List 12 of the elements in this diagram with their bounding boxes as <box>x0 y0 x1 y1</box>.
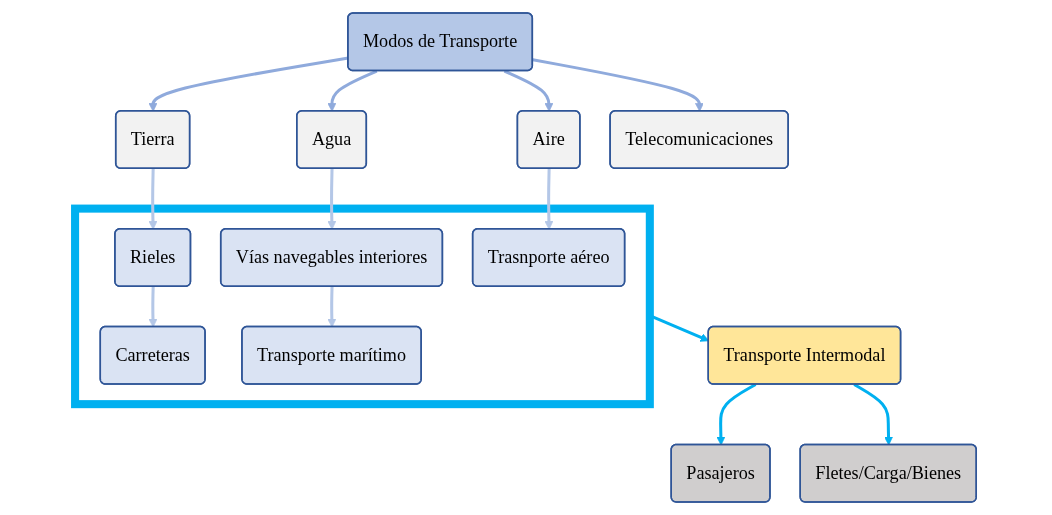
arrow <box>327 69 378 112</box>
arrow <box>716 383 757 446</box>
arrow <box>148 168 158 230</box>
arrow <box>327 168 337 230</box>
arrow <box>327 286 337 328</box>
arrow <box>148 56 349 112</box>
arrow <box>544 168 554 230</box>
arrow <box>853 383 894 446</box>
arrow <box>532 58 705 112</box>
cluster <box>71 204 655 409</box>
arrow <box>504 69 554 112</box>
arrow <box>148 286 158 328</box>
